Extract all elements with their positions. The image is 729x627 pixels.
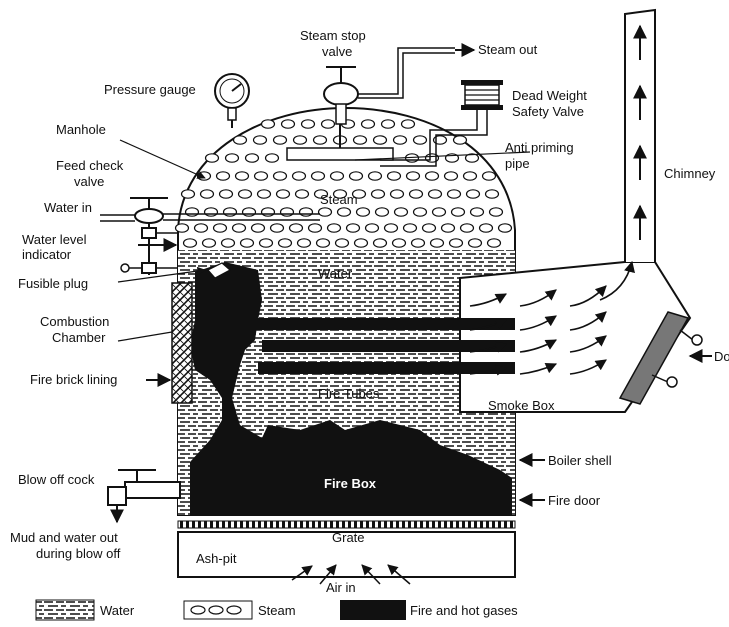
legend-water-label: Water bbox=[100, 603, 135, 618]
label-air-in: Air in bbox=[326, 580, 356, 595]
legend-fire-swatch bbox=[340, 600, 406, 620]
air-in-arrows bbox=[291, 564, 411, 585]
label-water: Water bbox=[318, 266, 353, 281]
label-mud-water-2: during blow off bbox=[36, 546, 121, 561]
water-level-indicator bbox=[120, 223, 178, 275]
legend: Water Steam Fire and hot gases bbox=[35, 599, 518, 621]
label-fire-brick-lining: Fire brick lining bbox=[30, 372, 117, 387]
label-manhole: Manhole bbox=[56, 122, 106, 137]
label-feed-check-1: Feed check bbox=[56, 158, 124, 173]
label-boiler-shell: Boiler shell bbox=[548, 453, 612, 468]
label-ash-pit: Ash-pit bbox=[196, 551, 237, 566]
label-pressure-gauge: Pressure gauge bbox=[104, 82, 196, 97]
fire-brick-lining bbox=[171, 282, 193, 404]
label-mud-water-1: Mud and water out bbox=[10, 530, 118, 545]
label-grate: Grate bbox=[332, 530, 365, 545]
legend-steam-label: Steam bbox=[258, 603, 296, 618]
label-steam-out: Steam out bbox=[478, 42, 538, 57]
blow-off-cock bbox=[107, 469, 181, 524]
label-water-level-2: indicator bbox=[22, 247, 72, 262]
label-fusible-plug: Fusible plug bbox=[18, 276, 88, 291]
label-anti-priming-1: Anti priming bbox=[505, 140, 574, 155]
label-blow-off-cock: Blow off cock bbox=[18, 472, 95, 487]
legend-fire-label: Fire and hot gases bbox=[410, 603, 518, 618]
legend-water-swatch bbox=[35, 599, 95, 621]
label-fire-box: Fire Box bbox=[324, 476, 377, 491]
label-chimney: Chimney bbox=[664, 166, 716, 181]
label-doors: Doors bbox=[714, 349, 729, 364]
smoke-box-doors bbox=[618, 311, 703, 405]
label-dead-weight-2: Safety Valve bbox=[512, 104, 584, 119]
pressure-gauge bbox=[214, 73, 250, 128]
fire-tubes bbox=[255, 318, 515, 374]
steam-space bbox=[174, 119, 513, 248]
steam-stop-valve bbox=[323, 43, 476, 125]
label-steam-stop-valve-2: valve bbox=[322, 44, 352, 59]
label-dead-weight-1: Dead Weight bbox=[512, 88, 587, 103]
feed-check-valve bbox=[100, 197, 320, 224]
fusible-plug bbox=[207, 262, 232, 279]
leader-lines bbox=[117, 139, 712, 507]
label-feed-check-2: valve bbox=[74, 174, 104, 189]
label-smoke-box: Smoke Box bbox=[488, 398, 555, 413]
diagram-labels: Steam stop valve Steam out Pressure gaug… bbox=[10, 28, 729, 595]
label-fire-door: Fire door bbox=[548, 493, 601, 508]
label-water-in: Water in bbox=[44, 200, 92, 215]
label-fire-tubes: Fire Tubes bbox=[318, 386, 380, 401]
ash-pit bbox=[177, 531, 516, 578]
label-combustion-1: Combustion bbox=[40, 314, 109, 329]
anti-priming-pipe bbox=[286, 124, 394, 161]
chimney bbox=[624, 8, 656, 262]
combustion-chamber bbox=[190, 262, 512, 515]
dead-weight-safety-valve bbox=[380, 80, 503, 167]
label-anti-priming-2: pipe bbox=[505, 156, 530, 171]
label-water-level-1: Water level bbox=[22, 232, 87, 247]
label-steam-stop-valve-1: Steam stop bbox=[300, 28, 366, 43]
label-steam: Steam bbox=[320, 192, 358, 207]
hot-gas-flow-arrows bbox=[469, 260, 635, 376]
label-combustion-2: Chamber bbox=[52, 330, 106, 345]
grate bbox=[177, 520, 516, 529]
